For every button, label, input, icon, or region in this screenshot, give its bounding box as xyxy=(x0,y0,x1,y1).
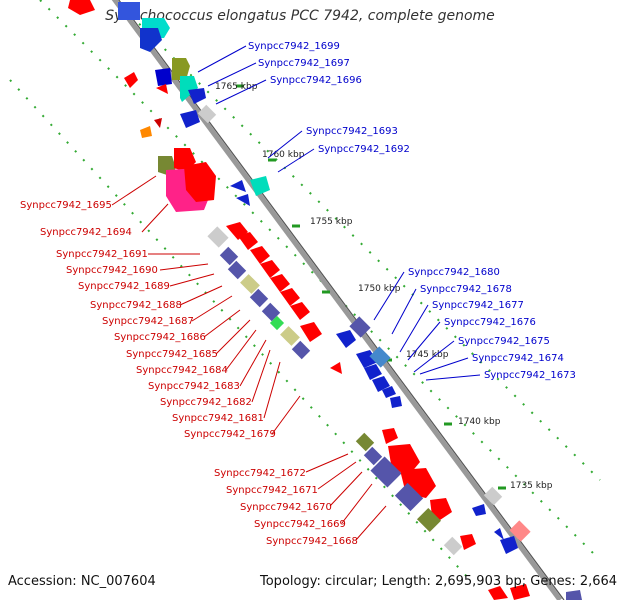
gene-arrow xyxy=(188,88,206,104)
gene-arrow xyxy=(180,110,200,128)
gene-box xyxy=(197,104,217,124)
gene-label: Synpcc7942_1695 xyxy=(20,200,112,211)
gene-arrow xyxy=(236,194,250,206)
gene-label: Synpcc7942_1691 xyxy=(56,249,148,260)
minus-strand-labels: Synpcc7942_1695 Synpcc7942_1694 Synpcc79… xyxy=(20,200,358,547)
gene-label: Synpcc7942_1684 xyxy=(136,365,228,376)
gene-label: Synpcc7942_1673 xyxy=(484,370,576,381)
gene-label: Synpcc7942_1680 xyxy=(408,267,500,278)
gene-arrow xyxy=(156,84,168,94)
gene-arrow xyxy=(184,162,216,202)
gene-label: Synpcc7942_1681 xyxy=(172,413,264,424)
gene-label: Synpcc7942_1676 xyxy=(444,317,536,328)
gene-label: Synpcc7942_1678 xyxy=(420,284,512,295)
gene-label: Synpcc7942_1670 xyxy=(240,502,332,513)
gene-arrow xyxy=(155,68,172,86)
gene-arrow xyxy=(180,76,198,102)
gene-label: Synpcc7942_1697 xyxy=(258,58,350,69)
gene-label: Synpcc7942_1699 xyxy=(248,41,340,52)
gene-features-top[interactable] xyxy=(68,0,270,212)
gene-label: Synpcc7942_1674 xyxy=(472,353,564,364)
gene-arrow xyxy=(154,118,162,128)
tick-label-1755: 1755 kbp xyxy=(310,217,353,227)
gene-label: Synpcc7942_1682 xyxy=(160,397,252,408)
gene-label: Synpcc7942_1669 xyxy=(254,519,346,530)
tick-label-1735: 1735 kbp xyxy=(510,481,553,491)
tick-label-1740: 1740 kbp xyxy=(458,417,501,427)
gene-label: Synpcc7942_1696 xyxy=(270,75,362,86)
gene-arrow xyxy=(140,28,162,52)
accession-text: Accession: NC_007604 xyxy=(8,574,156,589)
gene-label: Synpcc7942_1679 xyxy=(184,429,276,440)
gene-label: Synpcc7942_1687 xyxy=(102,316,194,327)
tick-label-1765: 1765 kbp xyxy=(215,82,258,92)
gene-arrow xyxy=(172,58,190,80)
gene-box xyxy=(118,2,140,20)
gene-features-plus-middle[interactable] xyxy=(336,316,402,408)
gene-label: Synpcc7942_1677 xyxy=(432,300,524,311)
topology-text: Topology: circular; Length: 2,695,903 bp… xyxy=(260,574,617,589)
gene-label: Synpcc7942_1675 xyxy=(458,336,550,347)
tick-label-1745: 1745 kbp xyxy=(406,350,449,360)
genome-backbone xyxy=(111,0,563,600)
inner-dotted-rail xyxy=(113,0,601,481)
gene-arrow xyxy=(250,176,270,196)
gene-arrow xyxy=(68,0,95,15)
gene-label: Synpcc7942_1688 xyxy=(90,300,182,311)
genome-title: Synechococcus elongatus PCC 7942, comple… xyxy=(105,8,495,24)
minus-label-connectors xyxy=(111,175,387,541)
gene-label: Synpcc7942_1694 xyxy=(40,227,132,238)
tick-label-1750: 1750 kbp xyxy=(358,284,401,294)
gene-features-middle[interactable] xyxy=(207,222,342,374)
genome-map[interactable]: 1765 kbp 1760 kbp 1755 kbp 1750 kbp 1745… xyxy=(0,0,601,600)
gene-arrow xyxy=(230,180,246,192)
gene-label: Synpcc7942_1686 xyxy=(114,332,206,343)
gene-label: Synpcc7942_1689 xyxy=(78,281,170,292)
gene-label: Synpcc7942_1690 xyxy=(66,265,158,276)
gene-label: Synpcc7942_1671 xyxy=(226,485,318,496)
gene-label: Synpcc7942_1685 xyxy=(126,349,218,360)
gene-label: Synpcc7942_1683 xyxy=(148,381,240,392)
gene-label: Synpcc7942_1693 xyxy=(306,126,398,137)
plus-strand-labels: Synpcc7942_1699 Synpcc7942_1697 Synpcc79… xyxy=(248,41,576,381)
tick-label-1760: 1760 kbp xyxy=(262,150,305,160)
gene-label: Synpcc7942_1668 xyxy=(266,536,358,547)
gene-features-bottom[interactable] xyxy=(355,428,582,600)
gene-label: Synpcc7942_1672 xyxy=(214,468,306,479)
plus-label-connectors xyxy=(197,45,481,381)
gene-arrow xyxy=(124,72,138,88)
gene-arrow xyxy=(140,126,152,138)
gene-label: Synpcc7942_1692 xyxy=(318,144,410,155)
